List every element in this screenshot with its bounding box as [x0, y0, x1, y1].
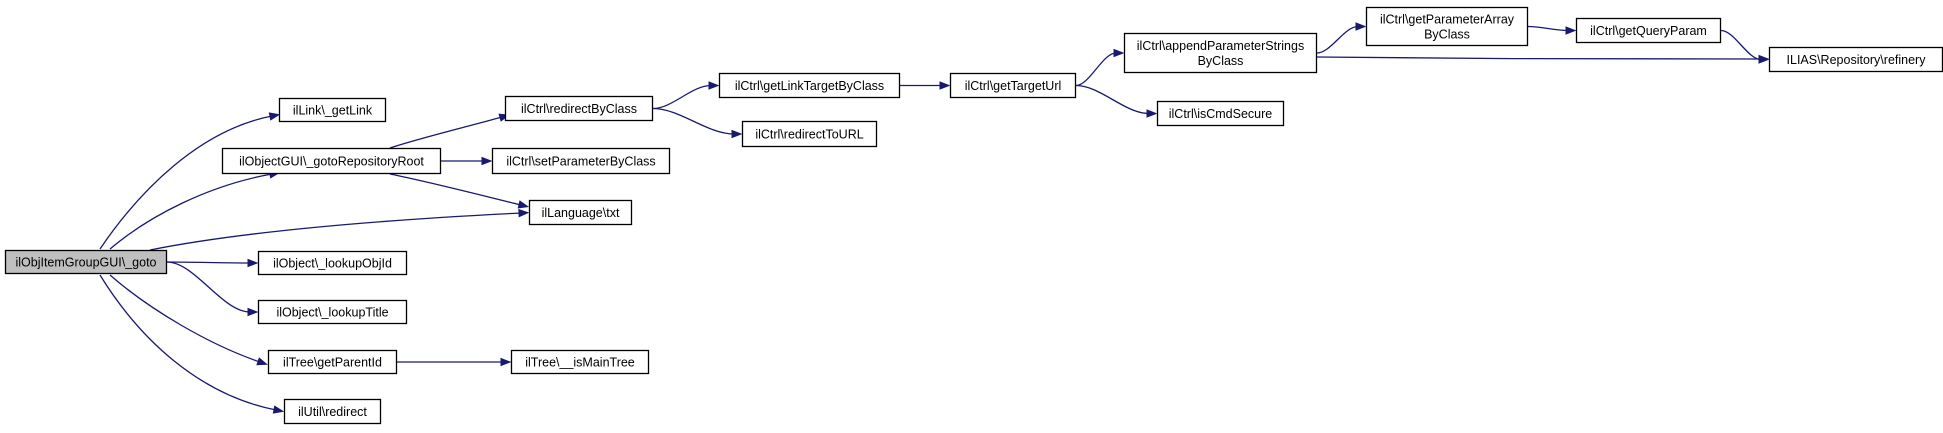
edge-n8-to-n11: [652, 81, 720, 110]
arrowhead: [268, 112, 281, 121]
edge-n2-to-n8: [389, 113, 511, 149]
function-node[interactable]: ilCtrl\getQueryParam: [1575, 17, 1722, 44]
edge-root-to-n1: [99, 112, 281, 250]
node-label: ilTree\getParentId: [283, 356, 382, 370]
node-label: ilUtil\redirect: [298, 405, 367, 419]
arrowhead: [1565, 26, 1577, 35]
function-node[interactable]: ilObject\_lookupObjId: [257, 250, 408, 276]
function-node[interactable]: ilTree\__isMainTree: [510, 349, 650, 375]
call-graph-edges: [99, 22, 1770, 414]
arrowhead: [731, 129, 743, 139]
node-box: [1575, 17, 1722, 44]
edge-n13-to-n14: [1075, 48, 1125, 87]
arrowhead: [1355, 22, 1367, 31]
edge-n13-to-n15: [1075, 84, 1158, 118]
node-box: [1365, 6, 1529, 47]
function-node[interactable]: ilCtrl\isCmdSecure: [1156, 100, 1285, 127]
node-label: ilObjItemGroupGUI\_goto: [15, 256, 156, 270]
edge-root-to-n7: [99, 274, 285, 414]
function-node[interactable]: ilTree\getParentId: [267, 349, 398, 375]
node-label: ilCtrl\setParameterByClass: [506, 155, 655, 169]
arrowhead: [272, 405, 285, 414]
node-box: [949, 72, 1077, 99]
arrowhead: [247, 307, 259, 317]
function-node[interactable]: ILIAS\Repository\refinery: [1768, 46, 1943, 73]
node-box: [221, 147, 442, 175]
edge-n2-to-n3: [389, 173, 530, 209]
node-box: [510, 349, 650, 375]
node-box: [1156, 100, 1285, 127]
node-box: [741, 120, 878, 148]
node-label: ILIAS\Repository\refinery: [1787, 53, 1927, 67]
arrowhead: [1113, 48, 1125, 58]
edge-root-to-n6: [109, 274, 268, 366]
arrowhead: [939, 81, 951, 90]
function-node[interactable]: ilObject\_lookupTitle: [257, 299, 408, 325]
node-label: ilLink\_getLink: [293, 104, 373, 118]
node-label: ilCtrl\getLinkTargetByClass: [735, 79, 884, 93]
arrowhead: [256, 357, 268, 366]
edge-n2-to-n9: [441, 156, 493, 166]
node-box: [283, 398, 382, 425]
node-label: ilTree\__isMainTree: [525, 356, 635, 370]
node-label: ByClass: [1198, 54, 1244, 68]
node-box: [1768, 46, 1943, 73]
node-label: ilCtrl\redirectByClass: [521, 102, 637, 116]
function-node[interactable]: ilLanguage\txt: [528, 199, 633, 226]
function-node[interactable]: ilCtrl\getTargetUrl: [949, 72, 1077, 99]
function-node[interactable]: ilObjectGUI\_gotoRepositoryRoot: [221, 147, 442, 175]
node-label: ilCtrl\appendParameterStrings: [1137, 39, 1304, 53]
node-box: [718, 72, 901, 99]
edge-root-to-n2: [109, 170, 281, 250]
edge-root-to-n5: [166, 261, 259, 317]
root-function-node: ilObjItemGroupGUI\_goto: [4, 249, 168, 275]
function-node[interactable]: ilCtrl\setParameterByClass: [491, 147, 671, 175]
node-label: ByClass: [1424, 28, 1470, 42]
node-label: ilObject\_lookupTitle: [276, 306, 388, 320]
edge-n16-to-n17: [1527, 25, 1577, 35]
node-box: [257, 250, 408, 276]
node-box: [1123, 32, 1318, 74]
edge-n17-to-n18: [1720, 29, 1770, 64]
arrowhead: [708, 81, 720, 90]
node-label: ilCtrl\redirectToURL: [755, 128, 863, 142]
edge-n14-to-n16: [1316, 22, 1367, 54]
node-box: [257, 299, 408, 325]
arrowhead: [1758, 55, 1770, 64]
edge-root-to-n3: [149, 208, 530, 251]
function-node[interactable]: ilLink\_getLink: [278, 97, 387, 123]
node-box: [4, 249, 168, 275]
node-box: [528, 199, 633, 226]
node-label: ilLanguage\txt: [542, 206, 620, 220]
node-label: ilCtrl\getTargetUrl: [965, 79, 1062, 93]
node-label: ilCtrl\isCmdSecure: [1169, 107, 1273, 121]
function-node[interactable]: ilUtil\redirect: [283, 398, 382, 425]
call-graph-nodes: ilObjItemGroupGUI\_gotoilLink\_getLinkil…: [4, 6, 1943, 425]
arrowhead: [247, 258, 259, 268]
arrowhead: [481, 156, 493, 166]
edge-n6-to-n10: [396, 357, 512, 367]
function-node[interactable]: ilCtrl\redirectByClass: [504, 95, 654, 122]
node-label: ilCtrl\getParameterArray: [1380, 13, 1515, 27]
arrowhead: [1146, 109, 1158, 118]
arrowhead: [500, 357, 512, 367]
node-box: [278, 97, 387, 123]
node-label: ilCtrl\getQueryParam: [1590, 24, 1707, 38]
edge-n8-to-n12: [652, 107, 743, 139]
edge-n14-to-n18: [1316, 54, 1770, 64]
node-label: ilObjectGUI\_gotoRepositoryRoot: [239, 155, 424, 169]
edge-n11-to-n13: [899, 81, 951, 90]
arrowhead: [518, 208, 530, 218]
node-box: [267, 349, 398, 375]
edge-root-to-n4: [166, 258, 259, 268]
arrowhead: [517, 200, 530, 209]
function-node[interactable]: ilCtrl\redirectToURL: [741, 120, 878, 148]
node-box: [504, 95, 654, 122]
function-node[interactable]: ilCtrl\getLinkTargetByClass: [718, 72, 901, 99]
node-box: [491, 147, 671, 175]
node-label: ilObject\_lookupObjId: [273, 257, 392, 271]
